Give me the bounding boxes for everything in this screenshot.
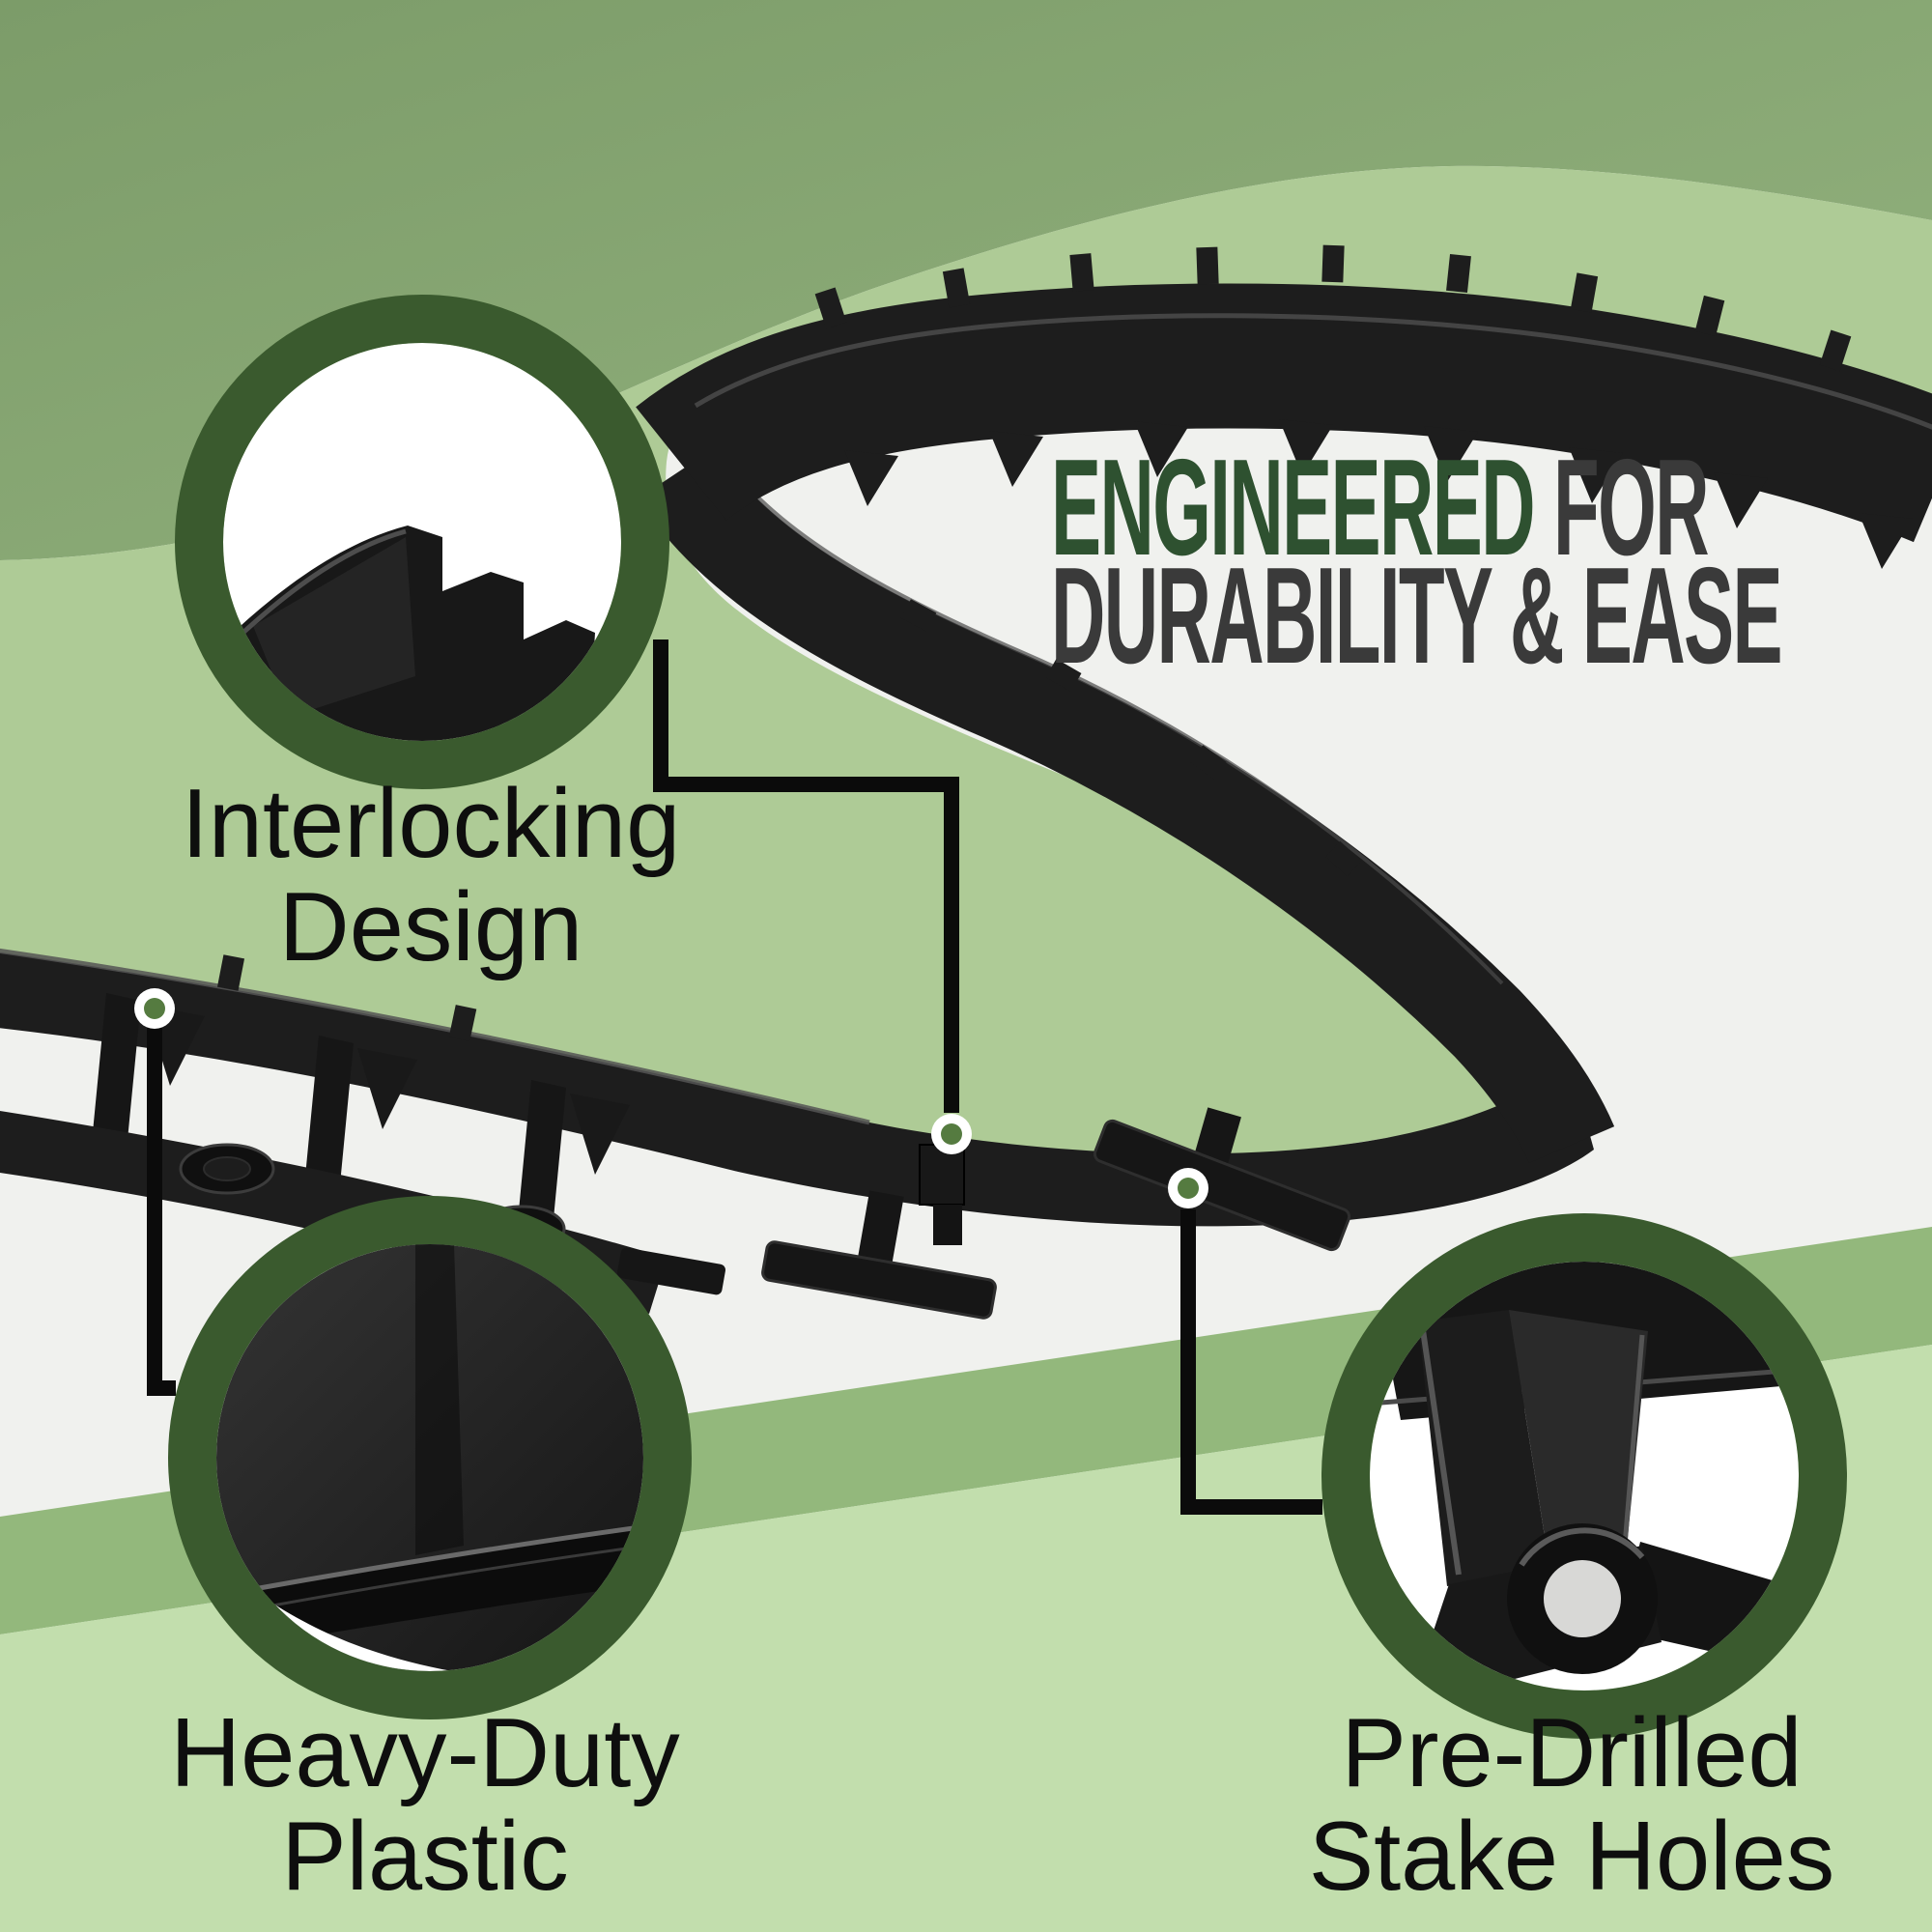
- headline-accent: ENGINEERED: [1051, 431, 1536, 584]
- zoom-circle-ring: [168, 1196, 692, 1719]
- headline: ENGINEERED FOR DURABILITY & EASE: [1051, 440, 1783, 693]
- callout-label-stake-holes: Pre-Drilled Stake Holes: [1209, 1702, 1932, 1909]
- leader-heavy-duty: [147, 1016, 176, 1396]
- leader-interlocking: [653, 639, 959, 1113]
- t-stake-small: [617, 1247, 725, 1295]
- marker-dot-icon: [1168, 1168, 1208, 1208]
- zoom-circle-ring: [175, 295, 669, 789]
- t-stake: [761, 1190, 997, 1320]
- callout-label-line: Stake Holes: [1308, 1803, 1835, 1911]
- callout-label-line: Pre-Drilled: [1341, 1699, 1803, 1807]
- callout-label-line: Interlocking: [181, 770, 681, 878]
- zoom-circle-interlocking: [175, 295, 669, 789]
- t-stake-right: [1093, 1107, 1351, 1252]
- light-green-swoosh: [0, 165, 1932, 1160]
- headline-rest: FOR: [1533, 431, 1710, 584]
- marker-dot-icon: [931, 1114, 972, 1154]
- callout-marker-icons: [134, 988, 1208, 1208]
- callout-label-line: Heavy-Duty: [170, 1699, 680, 1807]
- edging-product-photo: [0, 244, 1932, 1320]
- marker-dot-icon: [134, 988, 175, 1029]
- callout-label-interlocking: Interlocking Design: [69, 773, 793, 980]
- leader-stake-holes: [1180, 1209, 1322, 1515]
- headline-line2: DURABILITY & EASE: [1051, 539, 1783, 693]
- zoom-circle-heavy-duty: [168, 1196, 692, 1719]
- leader-lines: [147, 639, 1322, 1515]
- headline-line1: ENGINEERED FOR: [1051, 440, 1781, 577]
- callout-label-heavy-duty: Heavy-Duty Plastic: [63, 1702, 787, 1909]
- zoom-circle-ring: [1321, 1213, 1847, 1739]
- callout-label-line: Plastic: [281, 1803, 569, 1911]
- zoom-circle-stake-holes: [1321, 1213, 1847, 1739]
- callout-label-line: Design: [278, 873, 583, 981]
